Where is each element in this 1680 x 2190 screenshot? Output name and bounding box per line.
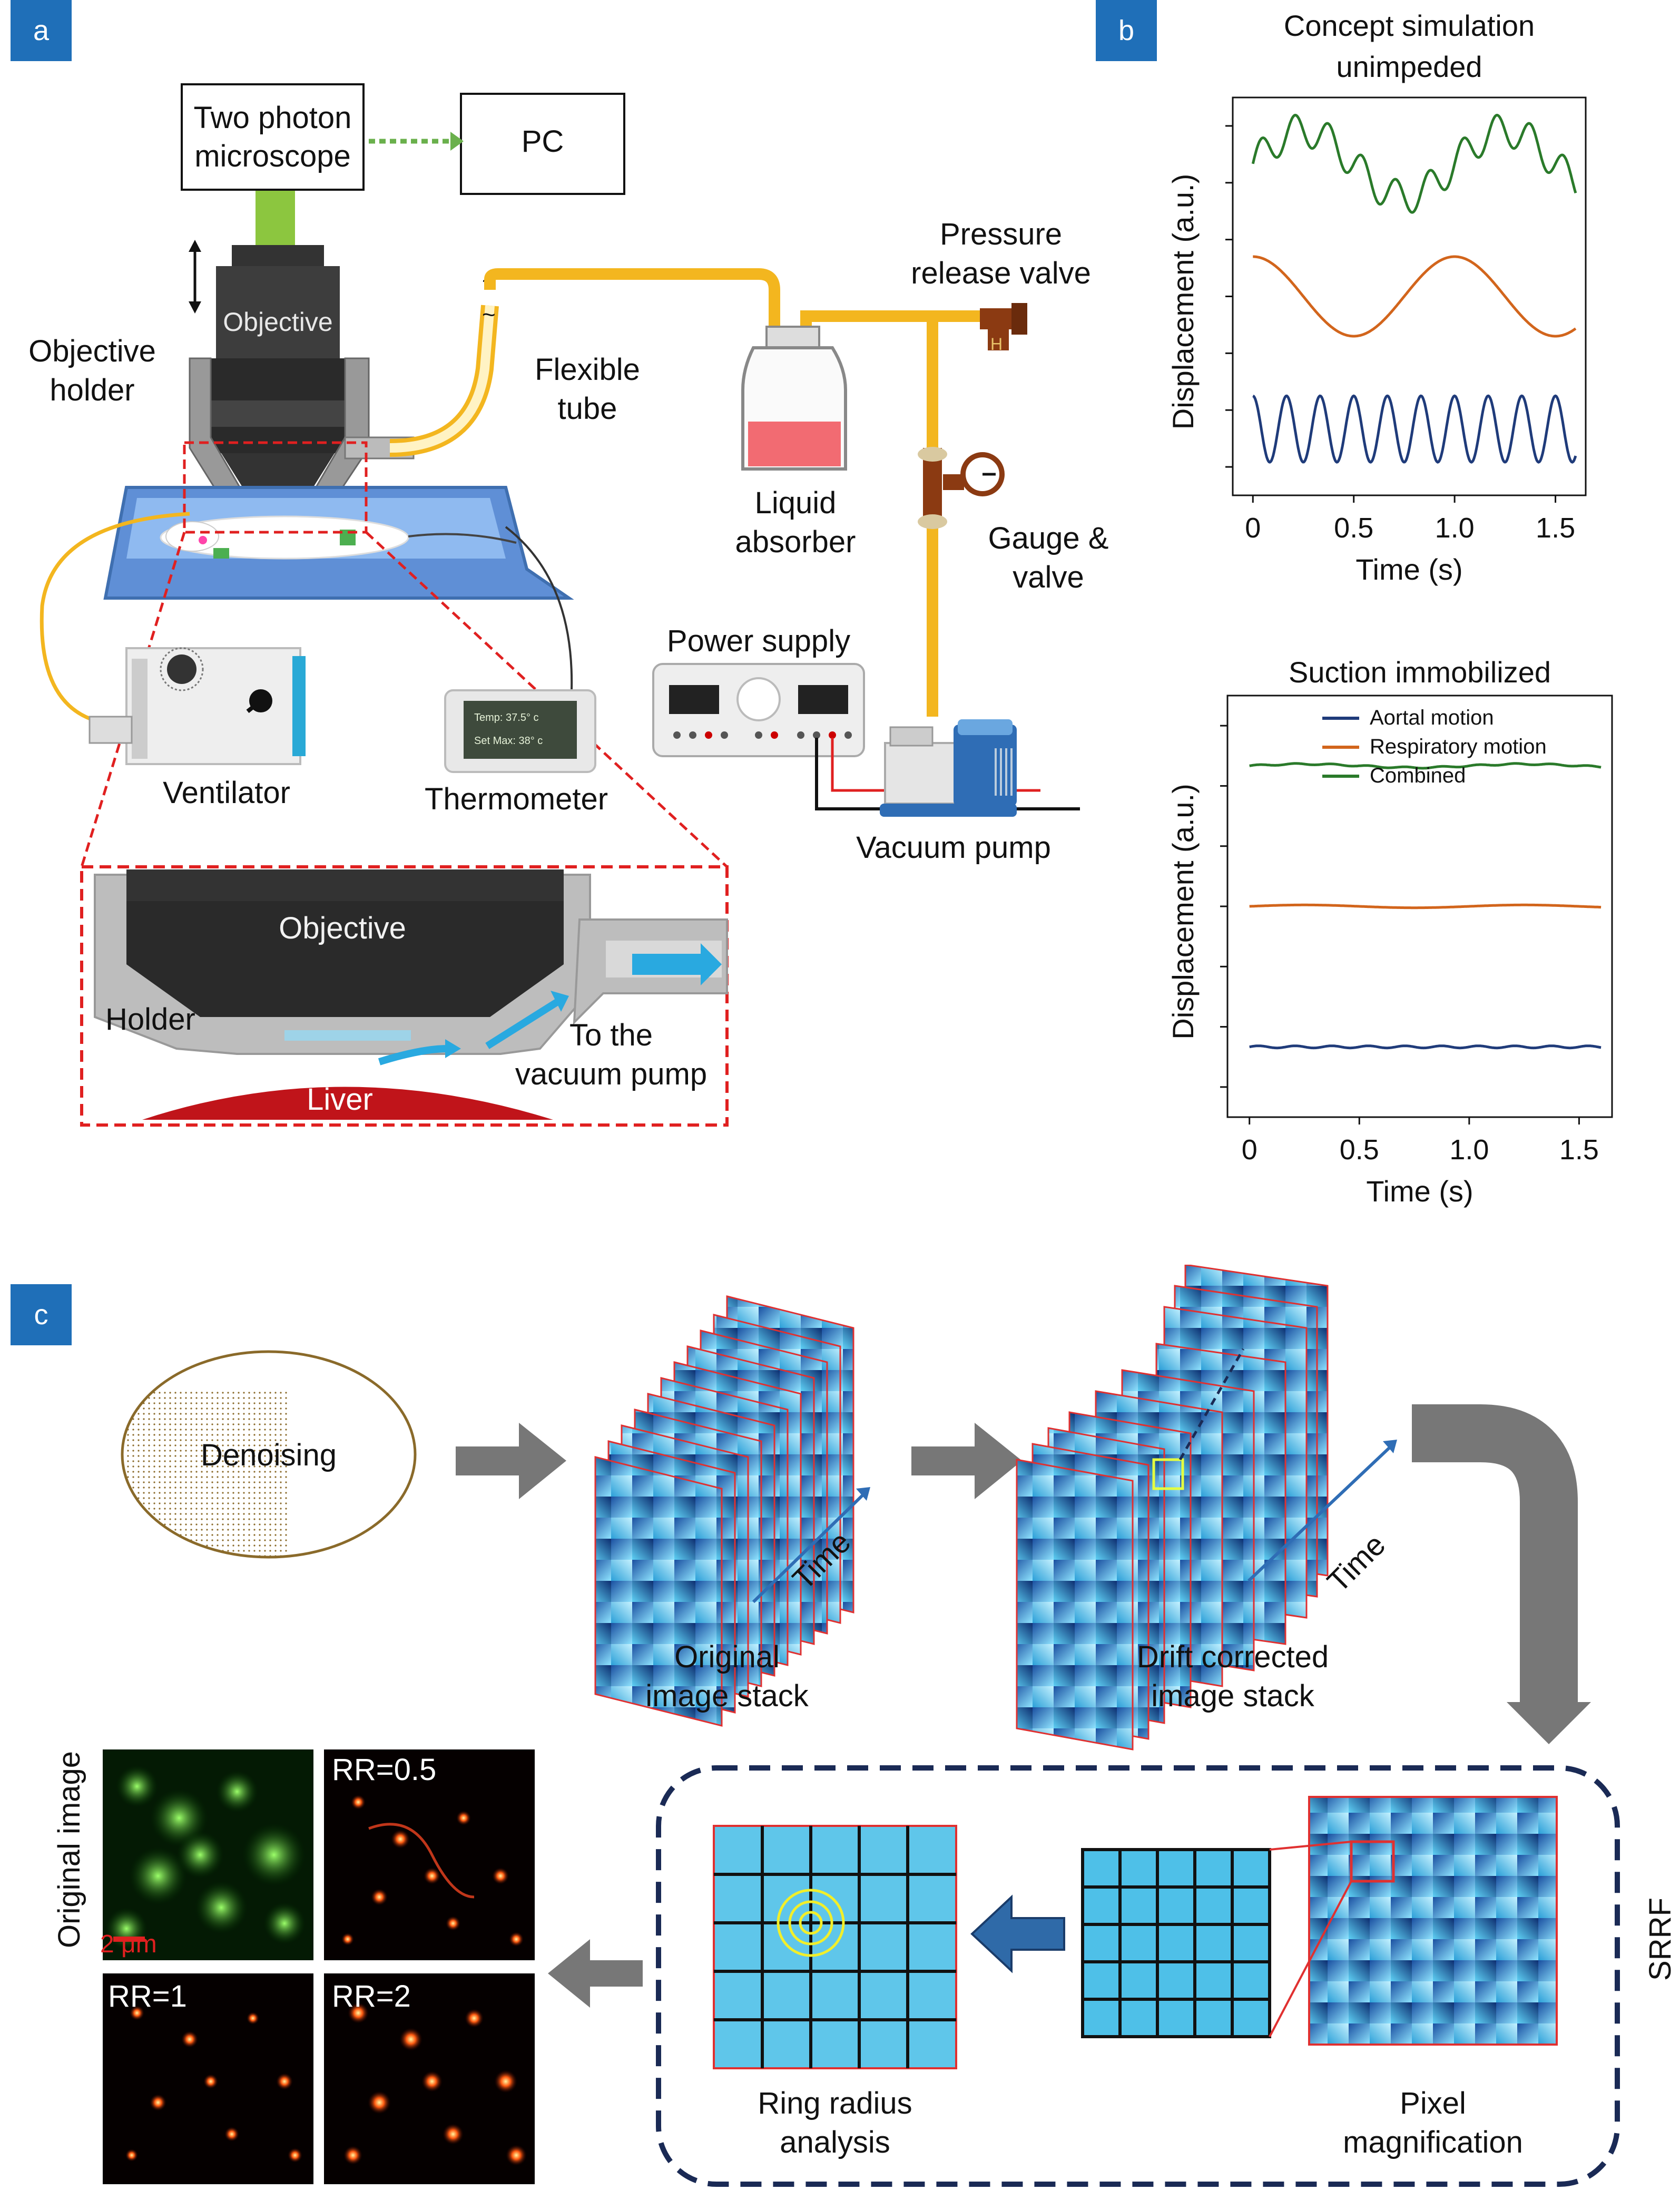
- arrow-2: [911, 1423, 1022, 1499]
- inset-holder-label: Holder: [105, 1002, 195, 1037]
- objective-top-label: Objective: [223, 307, 333, 337]
- ventilator-label: Ventilator: [163, 776, 290, 810]
- pixel-mag-label: Pixel magnification: [1343, 2086, 1523, 2159]
- inset-objective: [126, 901, 564, 1017]
- two-photon-label: Two photon microscope: [193, 101, 352, 173]
- chart0-series-1-line: [1253, 255, 1577, 338]
- arrow-blue: [970, 1894, 1065, 1973]
- rr05-image: [324, 1749, 535, 1960]
- inset-liver-label: Liver: [307, 1082, 373, 1117]
- drift-stack-label: Drift corrected image stack: [1136, 1640, 1329, 1713]
- ring-radius-grid: [713, 1825, 957, 2069]
- chart1-series-1-line: [1249, 903, 1602, 910]
- laser-beam: [256, 191, 295, 246]
- scalebar-label: 2 μm: [100, 1930, 157, 1958]
- microscope-box: [181, 83, 365, 191]
- chart0-xtick-label-2: 1.0: [1435, 512, 1475, 544]
- chart0-xlabel: Time (s): [1355, 553, 1462, 586]
- original-stack: [594, 1295, 870, 1727]
- chart0-frame: [1232, 96, 1587, 496]
- rr1-image: [103, 1973, 313, 2184]
- drift-stack: [1016, 1265, 1397, 1751]
- panel-label-c: c: [11, 1284, 72, 1345]
- original-stack-label: Original image stack: [645, 1640, 809, 1713]
- setup-illustration: ~ ~ H Temp: 37.5° c Set Max: 38° c: [40, 83, 1080, 1127]
- chart0-ylabel: Displacement (a.u.): [1166, 174, 1200, 430]
- chart1-xtick-label-3: 1.5: [1559, 1134, 1599, 1166]
- inset-to-vacuum-label: To the vacuum pump: [515, 1018, 708, 1091]
- chart1-xtick-label-0: 0: [1242, 1134, 1257, 1166]
- srrf-box: [656, 1765, 1620, 2187]
- ventilator-cable: [40, 512, 190, 724]
- rr2-image: [324, 1973, 535, 2184]
- ventilator-device: [125, 647, 301, 765]
- chart0-title-line-0: Concept simulation: [1284, 9, 1535, 42]
- chart0-xtick-label-0: 0: [1245, 512, 1261, 544]
- arrow-4: [548, 1939, 643, 2008]
- pc-box: [460, 93, 625, 195]
- chart1-xtick-label-1: 0.5: [1340, 1134, 1379, 1166]
- chart1-xtick-label-2: 1.0: [1449, 1134, 1489, 1166]
- power-supply-label: Power supply: [666, 624, 851, 658]
- chart1-legend-label-1: Respiratory motion: [1370, 735, 1547, 758]
- srrf-label: SRRF: [1643, 1898, 1677, 1981]
- zoom-region: [183, 441, 368, 534]
- panel-label-a: a: [11, 0, 72, 61]
- chart1-series-2-line: [1249, 762, 1602, 770]
- liquid-absorber-label: Liquid absorber: [735, 486, 856, 559]
- pixel-mag-image: [1269, 1796, 1558, 2046]
- arrow-1: [456, 1423, 566, 1499]
- chart0-title-line-1: unimpeded: [1336, 50, 1482, 83]
- svg-text:H: H: [990, 335, 1003, 354]
- chart0-xtick-label-1: 0.5: [1334, 512, 1373, 544]
- pressure-release-label: Pressure release valve: [911, 217, 1091, 290]
- thermo-temp: Temp: 37.5° c: [474, 712, 539, 724]
- pc-label: PC: [521, 124, 564, 159]
- vacuum-tube: [484, 268, 780, 327]
- panel-label-b: b: [1096, 0, 1157, 61]
- chart0-series-0-line: [1251, 113, 1577, 214]
- thermo-setmax: Set Max: 38° c: [474, 735, 543, 747]
- srrf-pipeline: [103, 1265, 1620, 2187]
- original-image-label: Original image: [52, 1751, 86, 1948]
- objective-holder-label: Objective holder: [28, 334, 156, 407]
- inset-objective-label: Objective: [279, 911, 406, 945]
- chart0-xtick-label-3: 1.5: [1536, 512, 1575, 544]
- rr2-label: RR=2: [332, 1979, 411, 2013]
- flexible-tube-label: Flexible tube: [535, 353, 640, 426]
- thermometer-label: Thermometer: [424, 782, 608, 816]
- chart1-legend-label-0: Aortal motion: [1370, 706, 1494, 729]
- rr1-label: RR=1: [108, 1979, 187, 2013]
- arrow-3: [1412, 1404, 1578, 1707]
- chart1-series-0-line: [1249, 1044, 1602, 1050]
- chart1-xlabel: Time (s): [1366, 1175, 1473, 1208]
- denoising-label: Denoising: [201, 1438, 337, 1472]
- rr05-label: RR=0.5: [332, 1753, 437, 1787]
- inset-liver: [142, 1087, 553, 1120]
- ring-radius-label: Ring radius analysis: [758, 2086, 912, 2159]
- small-grid: [1081, 1848, 1271, 2038]
- objective-body: [232, 245, 324, 266]
- chart0-series-2-line: [1252, 394, 1577, 464]
- svg-text:~: ~: [482, 302, 496, 328]
- vacuum-pump-label: Vacuum pump: [856, 830, 1051, 865]
- chart1-legend-label-2: Combined: [1370, 764, 1466, 787]
- chart1-title-line-0: Suction immobilized: [1289, 656, 1551, 689]
- chart1-ylabel: Displacement (a.u.): [1166, 784, 1200, 1040]
- original-image: [103, 1749, 313, 1960]
- gauge-valve-label: Gauge & valve: [988, 521, 1109, 594]
